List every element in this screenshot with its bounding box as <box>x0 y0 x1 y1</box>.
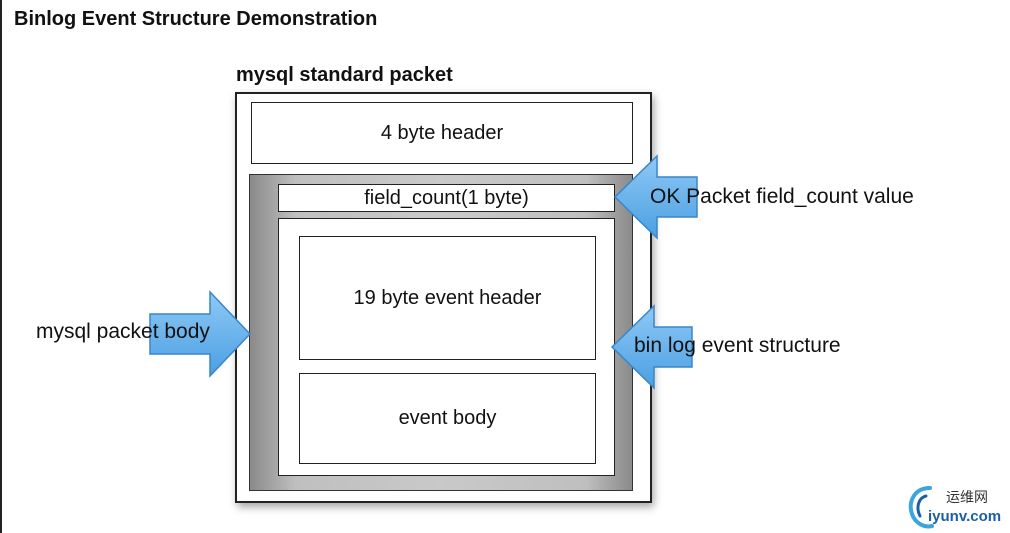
event-body-label: event body <box>398 407 497 429</box>
page-title: Binlog Event Structure Demonstration <box>14 8 378 30</box>
watermark-name: 运维网 <box>946 489 988 505</box>
left-border-line <box>0 0 2 533</box>
event-header-label: 19 byte event header <box>353 286 542 309</box>
watermark-logo-icon <box>908 486 934 529</box>
header-box: 4 byte header <box>251 102 633 164</box>
watermark-domain: iyunv.com <box>928 508 1002 525</box>
callout-bin-log-event-structure: bin log event structure <box>634 334 841 357</box>
event-header-box: 19 byte event header <box>299 236 596 360</box>
callout-ok-packet: OK Packet field_count value <box>650 185 914 208</box>
arrow-left-icon <box>610 304 693 390</box>
field-count-label: field_count(1 byte) <box>364 186 529 209</box>
arrow-left-icon <box>613 154 698 240</box>
arrow-right-icon <box>149 290 252 378</box>
field-count-box: field_count(1 byte) <box>278 184 615 212</box>
header-box-label: 4 byte header <box>380 121 504 144</box>
event-body-box: event body <box>299 373 596 464</box>
callout-mysql-packet-body: mysql packet body <box>36 320 210 343</box>
packet-label: mysql standard packet <box>236 64 453 86</box>
